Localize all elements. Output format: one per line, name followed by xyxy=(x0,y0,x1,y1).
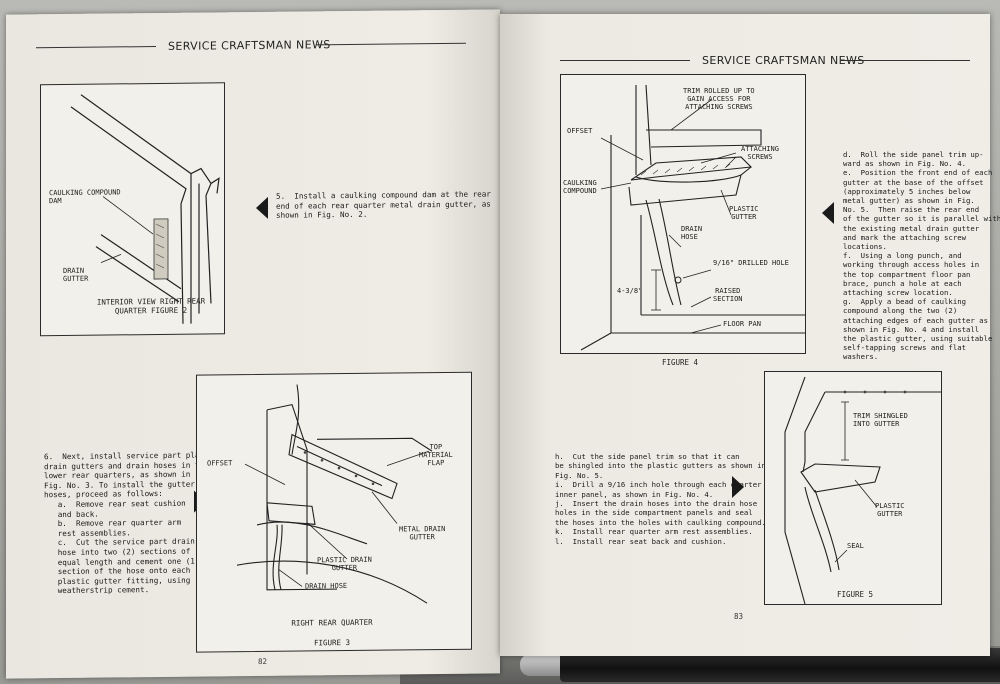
figure-4-label-plastic-gutter: PLASTIC GUTTER xyxy=(729,205,759,221)
left-arrow-icon xyxy=(256,196,268,219)
figure-4-caption: FIGURE 4 xyxy=(661,358,699,367)
steps-h-to-l-text: h. Cut the side panel trim so that it ca… xyxy=(555,452,766,546)
right-page-header: SERVICE CRAFTSMAN NEWS xyxy=(702,54,865,67)
figure-5-label-plastic-gutter: PLASTIC GUTTER xyxy=(875,502,905,518)
left-arrow-icon xyxy=(822,202,834,224)
step-5-text: 5. Install a caulking compound dam at th… xyxy=(276,189,491,220)
figure-3-label-offset: OFFSET xyxy=(207,459,233,468)
figure-4-label-screws: ATTACHING SCREWS xyxy=(741,145,779,161)
header-rule-left xyxy=(36,46,156,49)
figure-5-illustration xyxy=(784,376,941,605)
figure-5: TRIM SHINGLED INTO GUTTER PLASTIC GUTTER… xyxy=(764,371,942,605)
figure-3-illustration xyxy=(236,384,433,604)
figure-2-label-dam: CAULKING COMPOUND DAM xyxy=(49,188,121,206)
figure-5-caption: FIGURE 5 xyxy=(836,590,874,599)
figure-4: TRIM ROLLED UP TO GAIN ACCESS FOR ATTACH… xyxy=(560,74,806,354)
pen-tip xyxy=(520,654,564,676)
figure-5-label-trim: TRIM SHINGLED INTO GUTTER xyxy=(853,412,908,428)
figure-4-illustration xyxy=(580,84,805,351)
step-6-text: 6. Next, install service part plastic dr… xyxy=(44,450,218,596)
header-rule-right xyxy=(840,60,970,61)
steps-d-to-g-text: d. Roll the side panel trim up- ward as … xyxy=(843,150,1000,362)
figure-3-subtitle: RIGHT REAR QUARTER xyxy=(291,617,373,628)
figure-3-label-metal-gutter: METAL DRAIN GUTTER xyxy=(399,524,446,542)
right-arrow-icon xyxy=(732,476,744,498)
figure-4-label-raised: RAISED SECTION xyxy=(713,287,743,303)
figure-2-label-gutter: DRAIN GUTTER xyxy=(63,266,89,283)
figure-2-illustration xyxy=(70,94,220,324)
figure-3-label-hose: DRAIN HOSE xyxy=(305,582,348,591)
figure-4-label-trim-rolled: TRIM ROLLED UP TO GAIN ACCESS FOR ATTACH… xyxy=(683,87,755,111)
figure-2: CAULKING COMPOUND DAM DRAIN GUTTER INTER… xyxy=(40,82,225,337)
figure-4-label-offset: OFFSET xyxy=(567,127,593,135)
right-page: SERVICE CRAFTSMAN NEWS xyxy=(500,14,1000,656)
figure-4-label-hole: 9/16" DRILLED HOLE xyxy=(713,259,789,267)
figure-3: OFFSET TOP MATERIAL FLAP METAL DRAIN GUT… xyxy=(196,371,472,653)
figure-4-label-caulking: CAULKING COMPOUND xyxy=(563,179,597,195)
left-page-header: SERVICE CRAFTSMAN NEWS xyxy=(168,38,331,53)
figure-4-label-floor-pan: FLOOR PAN xyxy=(723,320,761,328)
figure-5-label-seal: SEAL xyxy=(847,542,864,550)
header-rule-right xyxy=(316,42,466,46)
figure-3-caption: FIGURE 3 xyxy=(313,637,351,648)
left-page-number: 82 xyxy=(258,656,268,666)
figure-4-label-dimension: 4-3/8" xyxy=(617,287,643,295)
figure-2-caption: INTERIOR VIEW RIGHT REAR QUARTER FIGURE … xyxy=(96,296,206,316)
left-page: SERVICE CRAFTSMAN NEWS CAULKING COMPO xyxy=(6,9,500,679)
header-rule-left xyxy=(560,60,690,61)
figure-4-label-drain-hose: DRAIN HOSE xyxy=(681,225,703,241)
figure-3-label-plastic-gutter: PLASTIC DRAIN GUTTER xyxy=(317,555,372,573)
figure-3-label-flap: TOP MATERIAL FLAP xyxy=(419,443,453,468)
right-page-number: 83 xyxy=(734,612,744,621)
